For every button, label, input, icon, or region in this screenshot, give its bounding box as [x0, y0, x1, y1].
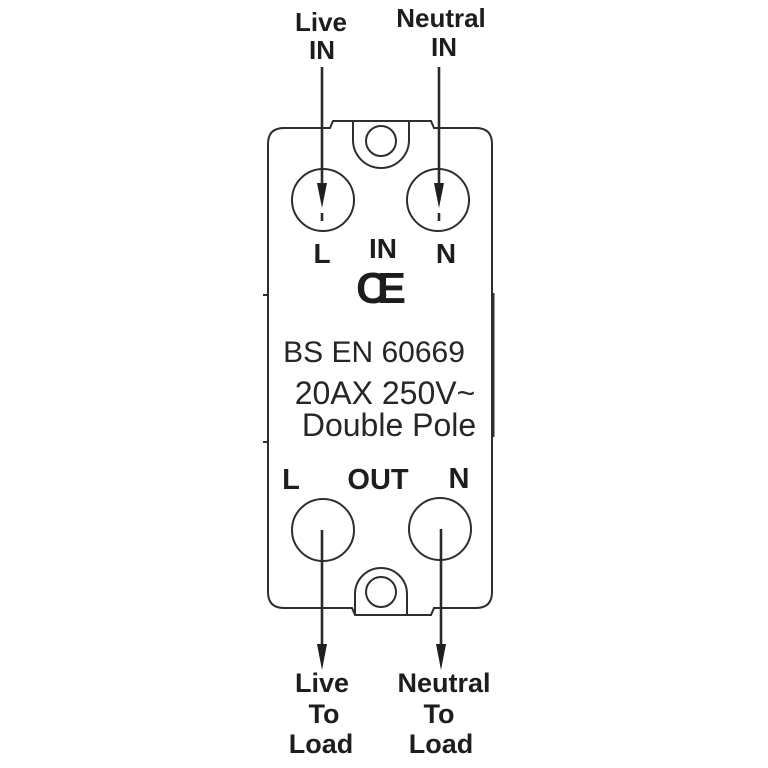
neutral-out-arrowhead-icon [436, 644, 446, 670]
bottom-mounting-lug [354, 567, 408, 615]
neutral-out-label-line2: To [424, 699, 455, 729]
terminal-n-in-label: N [436, 238, 456, 269]
terminal-n-out-label: N [449, 463, 470, 495]
neutral-out-label-line3: Load [409, 729, 474, 759]
neutral-in-label-line1: Neutral [396, 3, 486, 33]
live-in-arrowhead-icon [317, 183, 327, 208]
out-row-label: OUT [347, 464, 409, 496]
rating-marking: 20AX 250V~ [295, 375, 476, 411]
ce-mark-icon: CE [356, 264, 405, 313]
neutral-out-label-line1: Neutral [397, 668, 490, 698]
live-in-label-line2: IN [309, 35, 335, 65]
live-in-label-line1: Live [295, 7, 347, 37]
top-mounting-lug [352, 121, 410, 169]
neutral-in-arrowhead-icon [434, 183, 444, 208]
bottom-screw-hole-icon [365, 576, 397, 608]
standard-marking: BS EN 60669 [283, 336, 465, 369]
live-out-label-line1: Live [295, 668, 349, 698]
neutral-in-label-line2: IN [431, 32, 457, 62]
terminal-l-in-label: L [313, 238, 330, 269]
live-out-label-line2: To [309, 699, 340, 729]
switch-body-outline [267, 120, 493, 616]
live-out-label-line3: Load [289, 729, 354, 759]
in-row-label: IN [369, 233, 397, 264]
live-out-arrowhead-icon [317, 644, 327, 670]
top-screw-hole-icon [365, 125, 397, 157]
terminal-l-out-label: L [282, 464, 300, 496]
pole-type-marking: Double Pole [302, 407, 476, 443]
